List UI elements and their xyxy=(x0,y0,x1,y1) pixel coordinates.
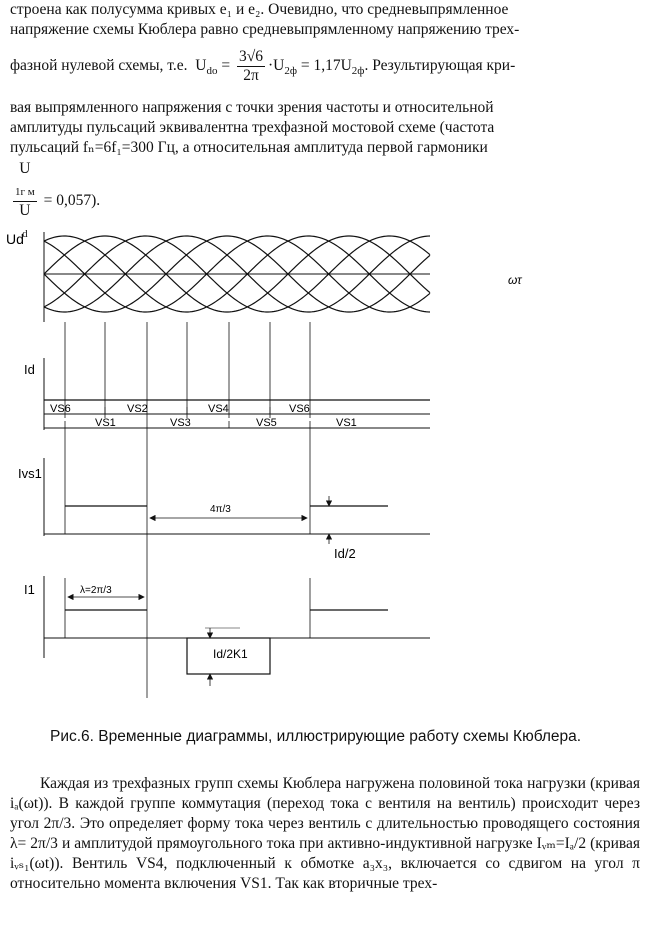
ud-sine-curves xyxy=(43,235,431,313)
formula-symbol: U xyxy=(195,57,207,75)
timing-diagram: Ud ωτ Id VS6 VS2 VS4 VS6 VS1 VS3 VS5 VS1… xyxy=(6,231,523,698)
text-line: напряжение схемы Кюблера равно средневып… xyxy=(10,21,520,38)
ud-phase-curve xyxy=(43,235,431,313)
formula-symbol: = 0,057). xyxy=(43,192,101,210)
label-id: Id xyxy=(24,362,35,377)
formula-sub: do xyxy=(206,65,218,78)
text-fragment: . Результирующая кри- xyxy=(364,57,516,75)
formula-symbol: ·U xyxy=(267,57,285,75)
formula-sub: 2ф xyxy=(351,65,365,78)
label-ud: Ud xyxy=(6,231,24,247)
label-i1: I1 xyxy=(24,582,35,597)
label-id-half: Id/2 xyxy=(334,546,356,561)
vs-label: VS6 xyxy=(289,403,310,415)
label-lambda: λ=2π/3 xyxy=(80,585,112,596)
formula-symbol: = 1,17U xyxy=(300,57,352,75)
figure-caption: Рис.6. Временные диаграммы, иллюстрирующ… xyxy=(50,728,582,745)
text-fragment: фазной нулевой схемы, т.е. xyxy=(10,57,188,75)
formula-sub: 2ф xyxy=(284,65,297,78)
i1-negative-pulse xyxy=(186,637,271,675)
label-id-2k1: Id/2K1 xyxy=(213,647,248,661)
paragraph: Каждая из трехфазных групп схемы Кюблера… xyxy=(10,775,640,892)
label-omega-t: ωτ xyxy=(508,273,523,287)
vs-label: VS1 xyxy=(95,417,116,429)
label-ivs1: Ivs1 xyxy=(18,466,42,481)
ud-phase-curve xyxy=(43,235,431,313)
ud-phase-curve xyxy=(43,235,431,313)
text-line: пульсаций fₙ=6f₁=300 Гц, а относительная… xyxy=(10,139,488,156)
vs-label: VS2 xyxy=(127,403,148,415)
ud-phase-curve xyxy=(43,235,431,313)
vs-label: VS5 xyxy=(256,417,277,429)
ud-phase-curve xyxy=(43,235,431,313)
text-line: вая выпрямленного напряжения с точки зре… xyxy=(10,99,494,116)
vs-label: VS6 xyxy=(50,403,71,415)
vs-label: VS3 xyxy=(170,417,191,429)
vs-label: VS4 xyxy=(208,403,229,415)
vs-label: VS1 xyxy=(336,417,357,429)
ud-phase-curve xyxy=(43,235,431,313)
text-line: амплитуды пульсаций эквивалентна трехфаз… xyxy=(10,119,495,136)
vertical-guides xyxy=(64,322,311,698)
text-line: строена как полусумма кривых e₁ и e₂. Оч… xyxy=(10,1,509,18)
label-4pi-3: 4π/3 xyxy=(210,504,231,515)
